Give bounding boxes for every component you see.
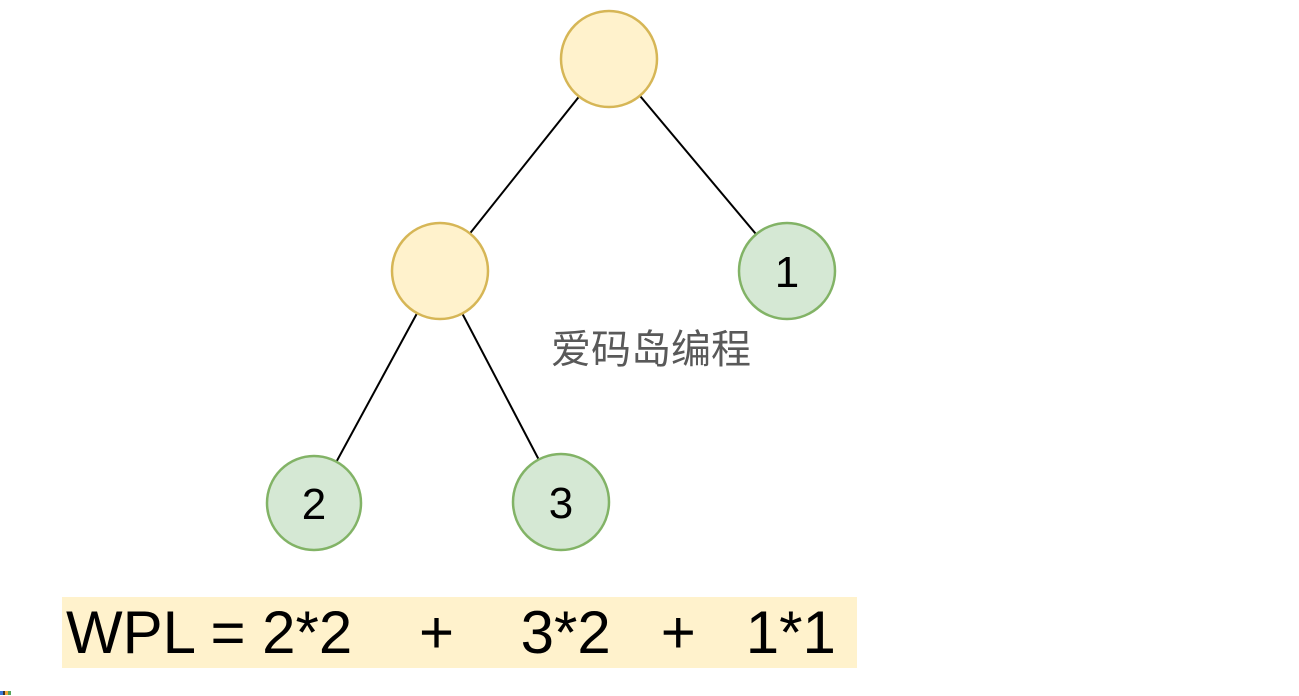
tree-node-leaf-1 [737, 221, 837, 321]
node-label-leaf-3: 3 [549, 479, 573, 528]
artifact-pixel-orange [5, 691, 8, 695]
formula-box: WPL = 2*2 + 3*2 + 1*1 [62, 597, 857, 668]
tree-node-leaf-2 [265, 454, 363, 552]
node-label-leaf-2: 2 [302, 480, 326, 529]
artifact-pixel-green [8, 691, 11, 695]
tree-node-internal-left [390, 221, 490, 321]
tree-node-root [559, 9, 659, 109]
tree-node-leaf-3 [511, 452, 611, 552]
watermark-text: 爱码岛编程 [551, 327, 751, 373]
artifact-pixel-blue [0, 691, 3, 695]
corner-artifact [0, 691, 11, 695]
node-label-leaf-1: 1 [775, 248, 799, 297]
artifact-pixel-dark [3, 691, 5, 695]
tree-edges [313, 58, 788, 504]
formula-text: WPL = 2*2 + 3*2 + 1*1 [66, 598, 836, 666]
